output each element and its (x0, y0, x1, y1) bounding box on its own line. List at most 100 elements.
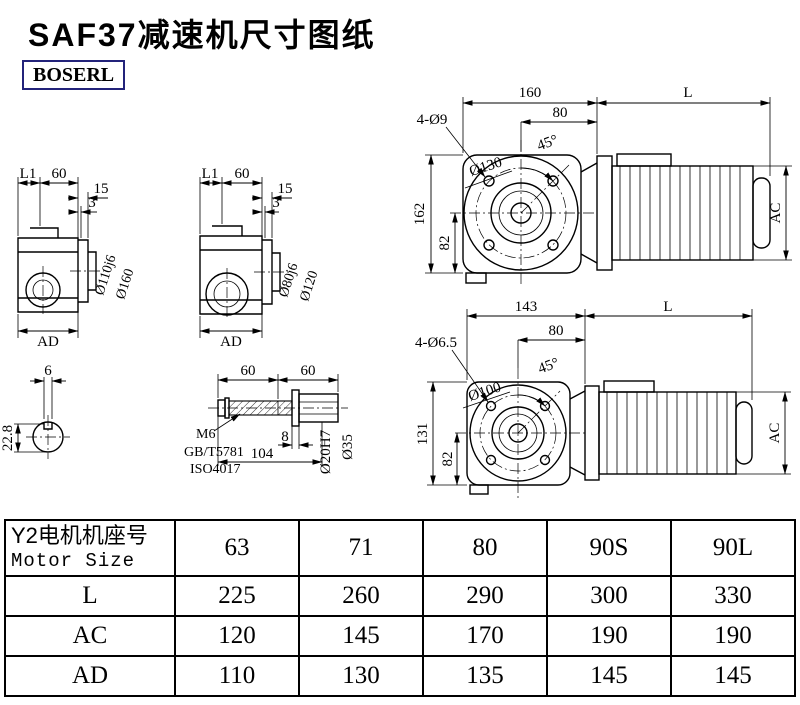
extension-lines (17, 177, 89, 338)
cell-size-63: 63 (174, 519, 300, 577)
centerlines (455, 368, 588, 498)
dim-l: L (683, 85, 692, 101)
view-side-b: L1 60 15 3 AD Ø80j6 Ø120 (199, 166, 322, 350)
dim-keyway-depth: 22.8 (0, 425, 16, 451)
dim-bore-20: Ø20H7 (318, 429, 334, 474)
bolt-hole (483, 239, 495, 251)
bolt-hole (539, 454, 551, 466)
bc-leader (464, 170, 513, 189)
dimension-table-wrap: Y2电机机座号 Motor Size 63 71 80 90S 90L L 22… (4, 519, 796, 697)
cell-ac-4: 190 (670, 615, 796, 657)
dim-8: 8 (281, 429, 289, 445)
angle-arc (517, 394, 546, 407)
cell-ad-2: 135 (422, 655, 548, 697)
dim-l: L (663, 299, 672, 315)
cell-ad-3: 145 (546, 655, 672, 697)
cell-l-0: 225 (174, 575, 300, 617)
table-row-ac: AC 120 145 170 190 190 (4, 615, 796, 657)
standard-gb: GB/T5781 (184, 445, 244, 460)
cell-l-1: 260 (298, 575, 424, 617)
angle-arc (520, 167, 554, 182)
cell-ad-1: 130 (298, 655, 424, 697)
view-shaft-detail: 60 60 8 104 M6 GB/T5781 ISO4017 Ø20H7 Ø3… (184, 363, 356, 477)
terminal-box (603, 380, 655, 393)
cell-ac-3: 190 (546, 615, 672, 657)
table-row-l: L 225 260 290 300 330 (4, 575, 796, 617)
motor-fins (619, 166, 741, 260)
hole-leader (451, 349, 489, 403)
dim-15: 15 (278, 181, 293, 197)
view-front-b: 143 L 80 4-Ø6.5 45° Ø100 131 82 AC (415, 299, 791, 498)
fan-cover (735, 401, 753, 465)
table-row-ad: AD 110 130 135 145 145 (4, 655, 796, 697)
motor-adapter (569, 390, 586, 476)
row-label-l: L (4, 575, 176, 617)
dim-160: 160 (519, 85, 542, 101)
bolt-hole (547, 239, 559, 251)
hole-leader (445, 126, 486, 178)
dim-ac: AC (767, 423, 783, 444)
dim-80: 80 (553, 105, 568, 121)
dim-3: 3 (272, 195, 280, 211)
view-front-a: 160 L 80 4-Ø9 45° Ø130 162 82 AC (412, 85, 792, 286)
view-shaft-section: 6 22.8 (0, 363, 70, 459)
dim-ad: AD (220, 334, 242, 350)
thread-spec: M6 (196, 427, 215, 442)
flange-housing (462, 154, 582, 274)
cell-motor-size-header: Y2电机机座号 Motor Size (4, 519, 176, 577)
cell-ac-1: 145 (298, 615, 424, 657)
cell-size-90s: 90S (546, 519, 672, 577)
dim-60-right: 60 (301, 363, 316, 379)
cell-size-71: 71 (298, 519, 424, 577)
motor-adapter (580, 162, 598, 264)
centerlines (42, 266, 104, 314)
dim-131: 131 (415, 423, 431, 446)
cell-l-4: 330 (670, 575, 796, 617)
extension-lines (199, 177, 273, 338)
extension-lines (14, 377, 53, 453)
centerlines (226, 268, 292, 318)
dim-flange: Ø120 (298, 269, 322, 303)
dim-od-35: Ø35 (340, 434, 356, 460)
dim-104: 104 (251, 446, 274, 462)
dim-3: 3 (88, 195, 96, 211)
dim-15: 15 (94, 181, 109, 197)
extension-lines (427, 309, 791, 486)
row-label-ac: AC (4, 615, 176, 657)
table-row-header: Y2电机机座号 Motor Size 63 71 80 90S 90L (4, 519, 796, 577)
cell-ac-0: 120 (174, 615, 300, 657)
cell-ad-0: 110 (174, 655, 300, 697)
motor-flange (596, 155, 613, 271)
motor-flange (584, 385, 600, 481)
motor-body (611, 165, 754, 261)
view-side-a: L1 60 15 3 AD Ø110j6 Ø160 (17, 166, 138, 350)
flange-housing (466, 381, 571, 486)
cell-ad-4: 145 (670, 655, 796, 697)
thread-leader (213, 413, 241, 432)
dim-80: 80 (549, 323, 564, 339)
page-title: SAF37减速机尺寸图纸 (28, 17, 376, 53)
dim-ac: AC (768, 203, 784, 224)
bore-lines (277, 401, 338, 415)
dim-keyway-width: 6 (44, 363, 52, 379)
dim-162: 162 (412, 203, 428, 226)
dim-l1: L1 (202, 166, 219, 182)
mounting-foot (465, 272, 487, 284)
mounting-foot (469, 484, 489, 495)
motor-fins (606, 392, 728, 474)
motor-size-label-cn: Y2电机机座号 (11, 523, 148, 548)
dim-82: 82 (437, 236, 453, 251)
centerlines (26, 415, 70, 459)
dim-143: 143 (515, 299, 538, 315)
terminal-box (616, 153, 672, 167)
cell-ac-2: 170 (422, 615, 548, 657)
bolt-hole (485, 454, 497, 466)
dim-flange: Ø160 (114, 267, 138, 301)
extension-lines (217, 374, 339, 466)
dim-60: 60 (52, 166, 67, 182)
dim-ad: AD (37, 334, 59, 350)
standard-iso: ISO4017 (190, 462, 241, 477)
bc-leader (462, 391, 511, 409)
motor-body (598, 391, 737, 475)
